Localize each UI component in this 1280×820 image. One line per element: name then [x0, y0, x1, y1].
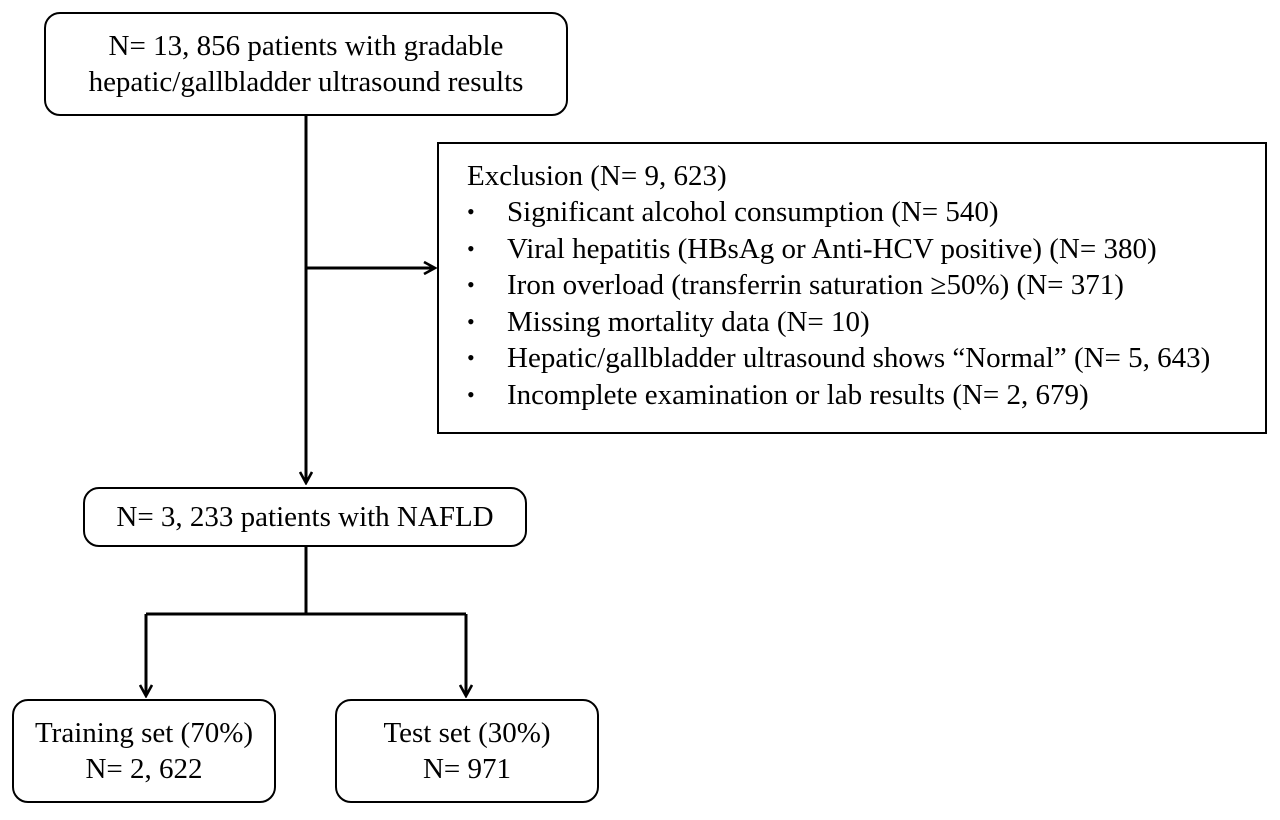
exclusion-item: • Iron overload (transferrin saturation …: [467, 267, 1210, 304]
exclusion-item: • Incomplete examination or lab results …: [467, 377, 1210, 414]
exclusion-item-text: Significant alcohol consumption (N= 540): [507, 196, 999, 228]
test-box-line-2: N= 971: [422, 753, 512, 785]
exclusion-item-text: Iron overload (transferrin saturation ≥5…: [507, 269, 1124, 302]
bullet-icon: •: [467, 272, 475, 298]
training-set-box: Training set (70%) N= 2, 622: [12, 699, 276, 803]
nafld-cohort-box: N= 3, 233 patients with NAFLD: [83, 487, 527, 547]
exclusion-title: Exclusion (N= 9, 623): [467, 160, 727, 192]
training-box-line-2: N= 2, 622: [85, 753, 203, 785]
bullet-icon: •: [467, 381, 475, 407]
source-box-line-2: hepatic/gallbladder ultrasound results: [88, 66, 524, 98]
exclusion-item-text: Missing mortality data (N= 10): [507, 305, 870, 338]
exclusion-list: • Significant alcohol consumption (N= 54…: [467, 194, 1210, 414]
bullet-icon: •: [467, 235, 475, 261]
exclusion-item: • Hepatic/gallbladder ultrasound shows “…: [467, 340, 1210, 377]
source-box-line-1: N= 13, 856 patients with gradable: [108, 30, 504, 62]
exclusion-item-text: Viral hepatitis (HBsAg or Anti-HCV posit…: [507, 232, 1157, 265]
training-box-line-1: Training set (70%): [34, 717, 254, 749]
test-box-line-1: Test set (30%): [383, 717, 551, 749]
exclusion-item: • Viral hepatitis (HBsAg or Anti-HCV pos…: [467, 231, 1210, 268]
source-population-box: N= 13, 856 patients with gradable hepati…: [44, 12, 568, 116]
exclusion-item-text: Incomplete examination or lab results (N…: [507, 378, 1089, 411]
exclusion-box: Exclusion (N= 9, 623) • Significant alco…: [437, 142, 1267, 434]
test-set-box: Test set (30%) N= 971: [335, 699, 599, 803]
exclusion-item-text: Hepatic/gallbladder ultrasound shows “No…: [507, 342, 1211, 375]
bullet-icon: •: [467, 199, 475, 224]
exclusion-item: • Missing mortality data (N= 10): [467, 304, 1210, 341]
bullet-icon: •: [467, 308, 475, 334]
nafld-box-label: N= 3, 233 patients with NAFLD: [116, 501, 494, 533]
exclusion-item: • Significant alcohol consumption (N= 54…: [467, 194, 1210, 231]
bullet-icon: •: [467, 345, 475, 371]
